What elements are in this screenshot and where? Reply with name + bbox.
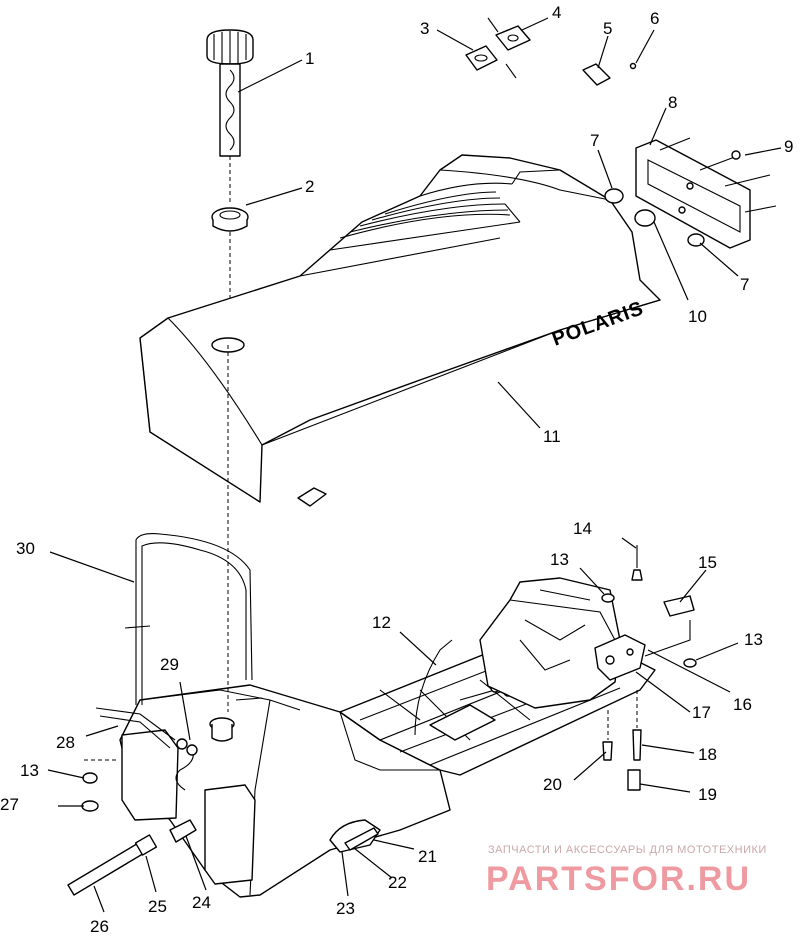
fuel-line-part: [67, 707, 198, 896]
callout-label: 20: [543, 775, 562, 794]
leader-lines: [47, 17, 782, 913]
fasteners-group: [81, 545, 697, 812]
callout-label: 10: [688, 307, 707, 326]
callout-label: 7: [740, 275, 749, 294]
fuel-cap-part: [206, 29, 254, 205]
callout-label: 1: [305, 49, 314, 68]
watermark-tagline: ЗАПЧАСТИ И АКСЕССУАРЫ ДЛЯ МОТОТЕХНИКИ: [488, 844, 767, 856]
callout-labels: 1 2 3 4 5 6 7 8 9 7 10 11 12 13 14 15 13…: [0, 3, 793, 936]
callout-label: 25: [148, 897, 167, 916]
callout-label: 7: [590, 131, 599, 150]
callout-label: 21: [418, 847, 437, 866]
callout-label: 13: [550, 550, 569, 569]
callout-label: 27: [0, 795, 19, 814]
callout-label: 30: [16, 539, 35, 558]
callout-label: 26: [90, 917, 109, 936]
callout-label: 6: [650, 9, 659, 28]
callout-label: 13: [20, 761, 39, 780]
callout-label: 14: [573, 519, 592, 538]
callout-label: 8: [668, 93, 677, 112]
console-part: [479, 577, 695, 709]
callout-label: 22: [388, 873, 407, 892]
callout-label: 5: [603, 19, 612, 38]
callout-label: 16: [733, 695, 752, 714]
watermark-site: PARTSFOR.RU: [486, 860, 751, 898]
taillight-part: [604, 137, 777, 249]
callout-label: 15: [698, 553, 717, 572]
callout-label: 28: [56, 733, 75, 752]
callout-label: 29: [160, 655, 179, 674]
callout-label: 3: [420, 19, 429, 38]
seat-part: POLARIS: [139, 154, 661, 507]
callout-label: 23: [336, 899, 355, 918]
callout-label: 2: [305, 177, 314, 196]
callout-label: 13: [744, 630, 763, 649]
fuel-tank-part: [119, 684, 451, 898]
vent-line-part: [124, 345, 263, 712]
callout-label: 12: [372, 613, 391, 632]
callout-label: 11: [543, 427, 561, 446]
callout-label: 24: [192, 893, 211, 912]
callout-label: 18: [698, 745, 717, 764]
small-hardware-group: [465, 17, 637, 86]
callout-label: 19: [698, 785, 717, 804]
callout-label: 9: [784, 137, 793, 156]
watermark: ЗАПЧАСТИ И АКСЕССУАРЫ ДЛЯ МОТОТЕХНИКИ PA…: [486, 844, 767, 898]
callout-label: 4: [552, 3, 561, 22]
callout-label: 17: [692, 703, 711, 722]
grommet-part: [211, 207, 249, 338]
